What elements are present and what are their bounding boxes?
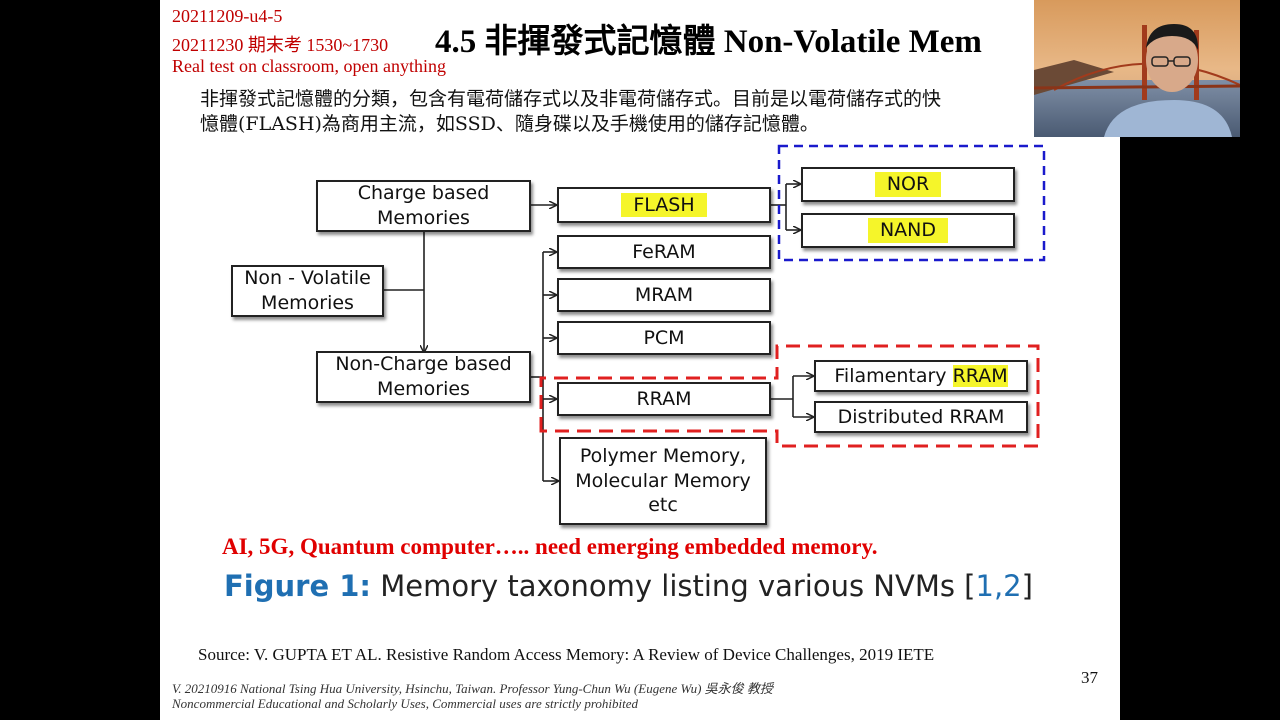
node-filamentary-rram: Filamentary RRAM	[814, 360, 1028, 392]
node-nand: NAND	[801, 213, 1015, 248]
footer-copyright-line-1: V. 20210916 National Tsing Hua Universit…	[172, 681, 773, 696]
taxonomy-connectors	[384, 144, 1046, 720]
charge-group-dashed-box	[777, 144, 1046, 262]
node-distributed-rram: Distributed RRAM	[814, 401, 1028, 433]
footer-copyright-line-2: Noncommercial Educational and Scholarly …	[172, 696, 639, 711]
presenter-webcam-video	[1034, 0, 1240, 137]
date-note-2: 20211230 期末考 1530~1730	[172, 35, 389, 55]
exam-note: Real test on classroom, open anything	[172, 56, 446, 76]
node-flash: FLASH	[557, 187, 771, 223]
date-note-1: 20211209-u4-5	[172, 6, 283, 26]
page-number: 37	[1081, 668, 1098, 687]
node-feram: FeRAM	[557, 235, 771, 269]
node-nor: NOR	[801, 167, 1015, 202]
figure-caption: Figure 1: Memory taxonomy listing variou…	[224, 569, 1033, 603]
body-text-line-1: 非揮發式記憶體的分類，包含有電荷儲存式以及非電荷儲存式。目前是以電荷儲存式的快	[200, 88, 942, 110]
emphasis-text: AI, 5G, Quantum computer….. need emergin…	[222, 534, 878, 559]
source-citation: Source: V. GUPTA ET AL. Resistive Random…	[198, 645, 935, 664]
presentation-slide: 20211209-u4-5 20211230 期末考 1530~1730 Rea…	[160, 0, 1120, 720]
node-rram: RRAM	[557, 382, 771, 416]
node-mram: MRAM	[557, 278, 771, 312]
node-pcm: PCM	[557, 321, 771, 355]
rram-group-dashed-box	[539, 344, 1040, 448]
body-text-line-2: 憶體(FLASH)為商用主流，如SSD、隨身碟以及手機使用的儲存記憶體。	[200, 113, 819, 135]
slide-title: 4.5 非揮發式記憶體 Non-Volatile Mem	[435, 24, 982, 60]
